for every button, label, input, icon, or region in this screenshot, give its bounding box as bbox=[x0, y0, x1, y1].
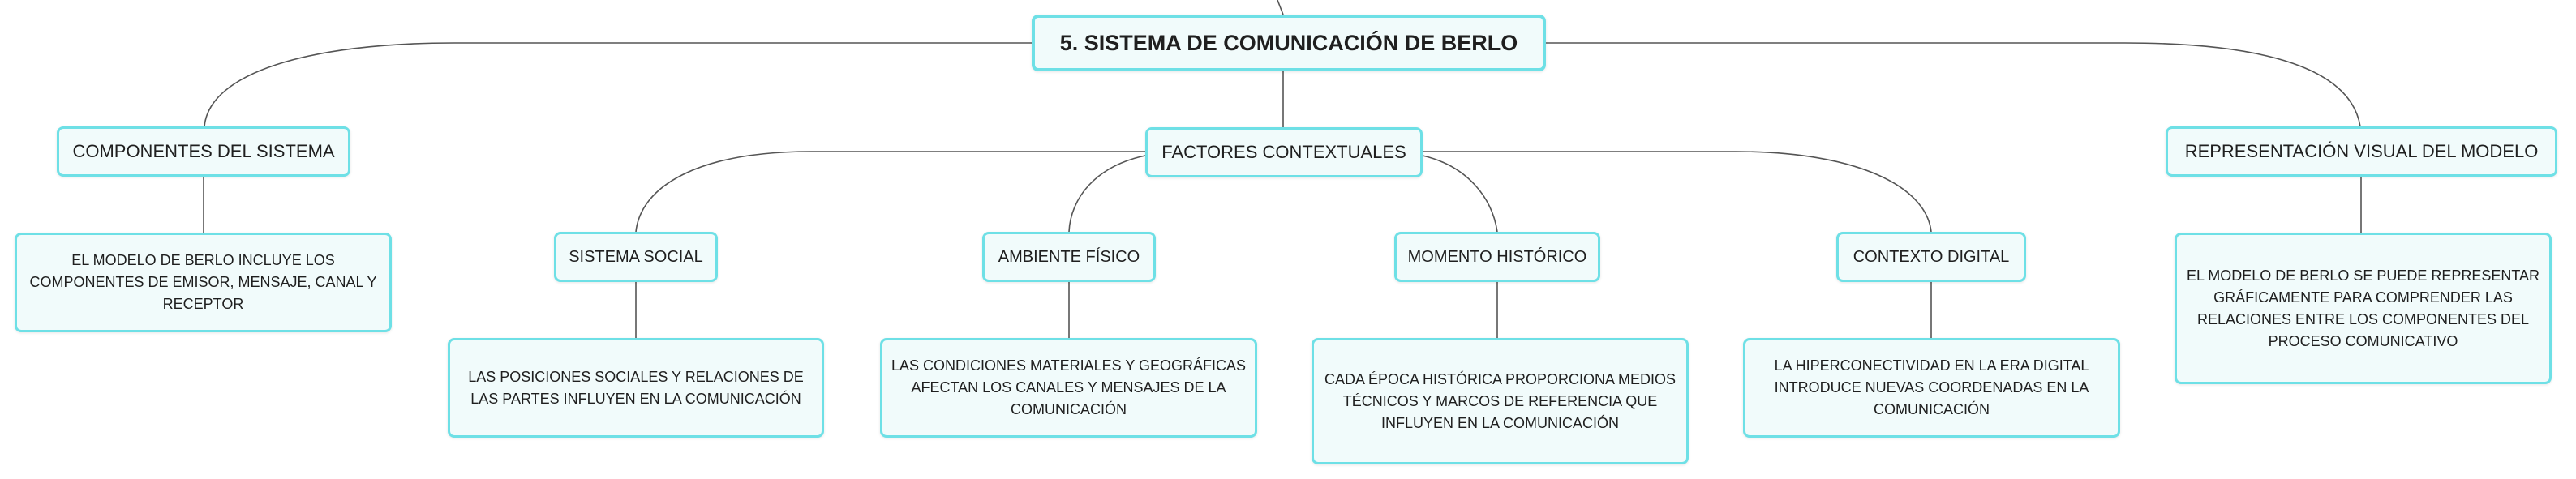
topic-factores-label: FACTORES CONTEXTUALES bbox=[1161, 142, 1406, 162]
topic-ambiente-fisico-label: AMBIENTE FÍSICO bbox=[998, 247, 1140, 266]
detail-ambiente-fisico[interactable]: LAS CONDICIONES MATERIALES Y GEOGRÁFICAS… bbox=[880, 338, 1257, 438]
topic-ambiente-fisico[interactable]: AMBIENTE FÍSICO bbox=[982, 232, 1156, 282]
detail-representacion-text: EL MODELO DE BERLO SE PUEDE REPRESENTAR … bbox=[2186, 267, 2540, 349]
detail-ambiente-fisico-text: LAS CONDICIONES MATERIALES Y GEOGRÁFICAS… bbox=[891, 357, 1247, 417]
connector-factores-fisico bbox=[1068, 155, 1146, 233]
topic-momento-historico-label: MOMENTO HISTÓRICO bbox=[1407, 247, 1587, 266]
detail-contexto-digital-text: LA HIPERCONECTIVIDAD EN LA ERA DIGITAL I… bbox=[1774, 357, 2089, 417]
detail-representacion[interactable]: EL MODELO DE BERLO SE PUEDE REPRESENTAR … bbox=[2175, 233, 2552, 384]
detail-componentes[interactable]: EL MODELO DE BERLO INCLUYE LOS COMPONENT… bbox=[15, 233, 392, 332]
root-topic[interactable]: 5. SISTEMA DE COMUNICACIÓN DE BERLO bbox=[1032, 15, 1546, 71]
topic-sistema-social[interactable]: SISTEMA SOCIAL bbox=[554, 232, 718, 282]
topic-componentes[interactable]: COMPONENTES DEL SISTEMA bbox=[57, 126, 350, 177]
topic-representacion-label: REPRESENTACIÓN VISUAL DEL MODELO bbox=[2184, 141, 2539, 161]
connector-root-representacion bbox=[1546, 42, 2361, 127]
topic-componentes-label: COMPONENTES DEL SISTEMA bbox=[72, 141, 335, 161]
topic-momento-historico[interactable]: MOMENTO HISTÓRICO bbox=[1394, 232, 1600, 282]
connector-parent bbox=[1277, 0, 1284, 15]
detail-contexto-digital[interactable]: LA HIPERCONECTIVIDAD EN LA ERA DIGITAL I… bbox=[1743, 338, 2120, 438]
detail-momento-historico[interactable]: CADA ÉPOCA HISTÓRICA PROPORCIONA MEDIOS … bbox=[1312, 338, 1689, 464]
topic-factores[interactable]: FACTORES CONTEXTUALES bbox=[1145, 127, 1423, 177]
connector-root-componentes bbox=[204, 42, 1032, 127]
connector-factores-historico bbox=[1422, 155, 1498, 233]
topic-contexto-digital[interactable]: CONTEXTO DIGITAL bbox=[1836, 232, 2026, 282]
root-topic-label: 5. SISTEMA DE COMUNICACIÓN DE BERLO bbox=[1059, 30, 1518, 55]
connector-factores-digital bbox=[1423, 151, 1932, 233]
detail-sistema-social-text: LAS POSICIONES SOCIALES Y RELACIONES DE … bbox=[468, 368, 804, 407]
topic-representacion[interactable]: REPRESENTACIÓN VISUAL DEL MODELO bbox=[2166, 126, 2557, 177]
connector-factores-social bbox=[635, 151, 1145, 233]
detail-componentes-text: EL MODELO DE BERLO INCLUYE LOS COMPONENT… bbox=[29, 252, 377, 312]
topic-contexto-digital-label: CONTEXTO DIGITAL bbox=[1853, 247, 2010, 266]
topic-sistema-social-label: SISTEMA SOCIAL bbox=[569, 247, 703, 266]
detail-sistema-social[interactable]: LAS POSICIONES SOCIALES Y RELACIONES DE … bbox=[448, 338, 824, 438]
detail-momento-historico-text: CADA ÉPOCA HISTÓRICA PROPORCIONA MEDIOS … bbox=[1324, 370, 1677, 431]
